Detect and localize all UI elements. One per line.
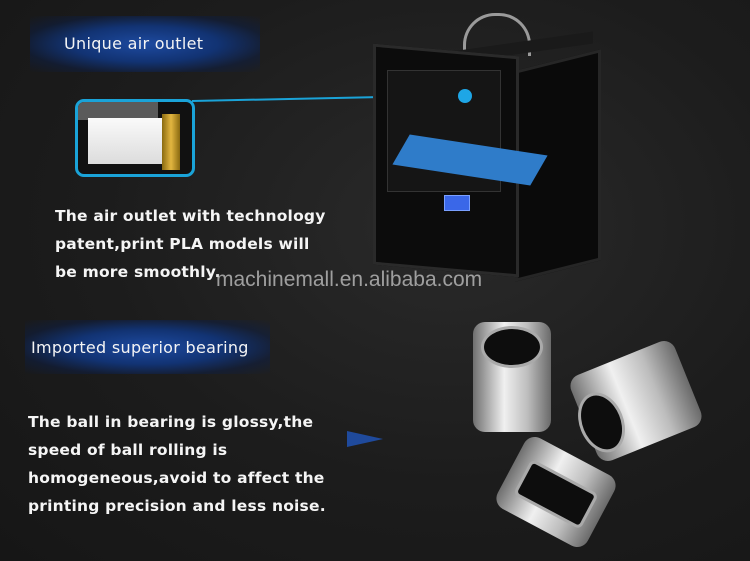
bearing-upright (473, 322, 551, 432)
3d-printer-image (365, 13, 601, 282)
lcd-screen (444, 195, 470, 211)
callout-dot (458, 89, 472, 103)
section2-title-banner: Imported superior bearing (25, 320, 270, 374)
arrow-right-icon (347, 431, 383, 447)
section1-description: The air outlet with technology patent,pr… (55, 207, 326, 281)
air-outlet-closeup-image (75, 99, 195, 177)
section1-title: Unique air outlet (64, 34, 204, 53)
section2-description: The ball in bearing is glossy,the speed … (28, 413, 326, 515)
watermark: machinemall.en.alibaba.com (216, 268, 483, 291)
section1-title-banner: Unique air outlet (30, 16, 260, 72)
bearing-lying (566, 337, 706, 465)
section2-title: Imported superior bearing (31, 338, 249, 357)
